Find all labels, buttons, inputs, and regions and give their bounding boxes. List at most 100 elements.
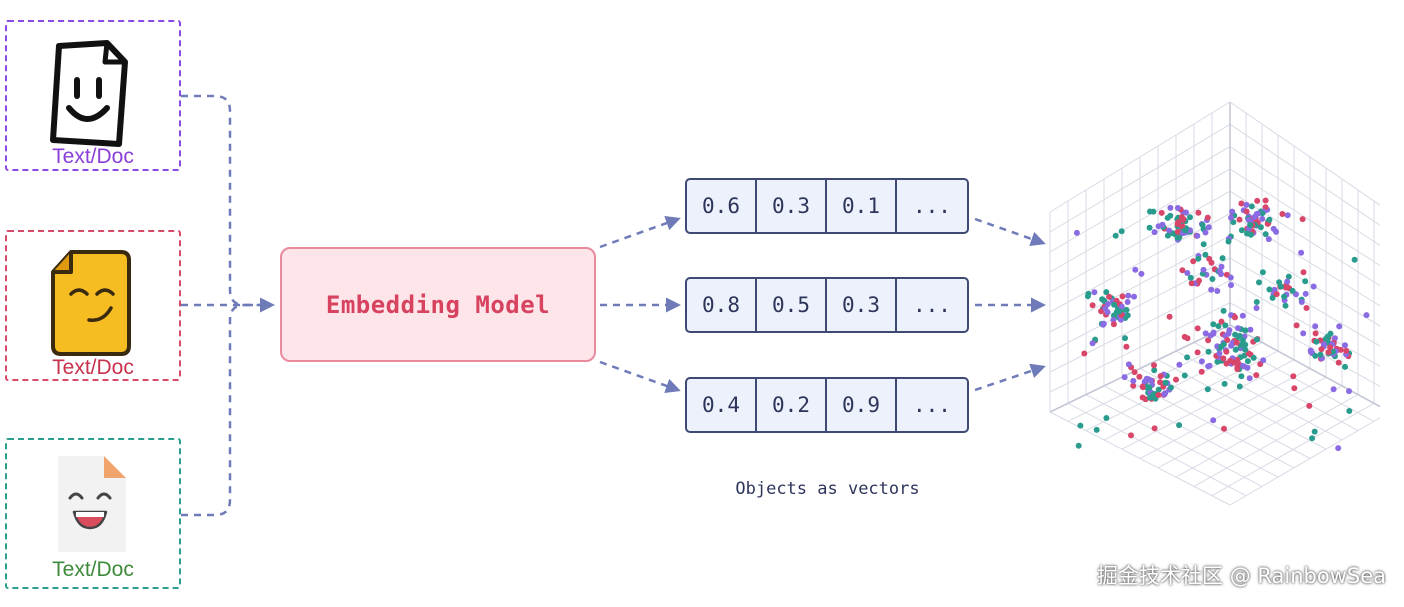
vector-point: [1210, 321, 1217, 328]
vector-point: [1182, 227, 1189, 234]
vector-point: [1173, 376, 1179, 383]
vector-row-1: 0.6 0.3 0.1 ...: [685, 178, 969, 234]
vector-point: [1155, 386, 1162, 393]
grid-line: [1229, 417, 1380, 506]
arrow-model-to-vector-3: [599, 360, 681, 394]
vector-point: [1155, 223, 1162, 230]
vector-point: [1300, 330, 1307, 337]
vector-point: [1229, 208, 1236, 215]
vector-point: [1335, 359, 1342, 366]
vector-cell: 0.3: [757, 180, 827, 232]
vector-point: [1151, 425, 1158, 432]
vector-point: [1122, 335, 1128, 342]
smiley-document-icon: [50, 40, 128, 147]
vector-point: [1125, 292, 1132, 299]
vector-point: [1174, 234, 1181, 241]
grid-line: [1229, 257, 1380, 347]
vector-point: [1198, 368, 1205, 375]
vector-cell: 0.1: [827, 180, 897, 232]
vector-point: [1317, 351, 1324, 358]
input-box-3: Text/Doc: [5, 438, 181, 589]
vector-point: [1164, 232, 1171, 239]
vector-point: [1202, 251, 1209, 258]
vector-point: [1089, 340, 1096, 347]
vector-point: [1239, 337, 1246, 344]
vector-point: [1183, 209, 1189, 216]
vector-point: [1262, 231, 1269, 238]
vector-point: [1157, 373, 1164, 380]
vector-point: [1253, 305, 1260, 311]
grid-line: [1175, 385, 1343, 478]
vector-point: [1233, 339, 1240, 346]
vector-points: [1073, 197, 1370, 452]
vector-point: [1324, 336, 1331, 343]
vector-point: [1196, 277, 1202, 284]
vector-point: [1256, 279, 1262, 286]
vector-point: [1221, 380, 1228, 387]
vector-point: [1318, 346, 1325, 353]
vector-point: [1151, 362, 1157, 369]
vector-point: [1204, 386, 1211, 393]
vector-point: [1236, 383, 1243, 390]
vector-point: [1243, 208, 1250, 215]
vector-point: [1147, 394, 1154, 401]
vector-point: [1298, 249, 1305, 256]
vector-point: [1073, 229, 1080, 236]
vector-point: [1269, 294, 1276, 301]
vector-point: [1232, 331, 1239, 338]
vector-point: [1164, 214, 1171, 221]
arrow-model-to-vector-1: [599, 215, 681, 249]
vector-point: [1075, 442, 1082, 449]
vector-point: [1277, 283, 1284, 290]
vector-point: [1239, 312, 1246, 319]
vector-point: [1098, 308, 1105, 315]
vector-point: [1093, 426, 1100, 433]
grid-line: [1229, 235, 1380, 327]
vector-point: [1238, 373, 1245, 380]
vector-point: [1174, 205, 1181, 211]
vector-point: [1273, 291, 1280, 298]
vector-cell: ...: [913, 194, 951, 218]
vector-point: [1250, 354, 1257, 361]
vector-point: [1118, 228, 1125, 235]
grid-line: [1229, 213, 1380, 307]
vector-point: [1303, 305, 1310, 311]
vector-point: [1188, 280, 1195, 287]
vector-point: [1205, 337, 1212, 344]
vector-point: [1265, 236, 1272, 243]
vector-point: [1248, 203, 1255, 210]
vector-point: [1238, 227, 1245, 234]
vector-cell: 0.8: [687, 279, 757, 331]
laughing-document-icon: [58, 456, 126, 552]
vector-point: [1103, 289, 1110, 296]
vector-point: [1187, 214, 1193, 221]
vector-point: [1224, 337, 1231, 343]
vector-point: [1131, 293, 1137, 300]
vector-point: [1247, 222, 1254, 228]
vector-point: [1282, 284, 1289, 291]
vector-point: [1081, 350, 1088, 357]
vector-point: [1198, 358, 1205, 365]
vector-point: [1307, 347, 1314, 354]
vector-point: [1112, 232, 1119, 239]
vector-point: [1131, 369, 1138, 376]
vector-point: [1285, 273, 1292, 280]
embedding-model-box: Embedding Model: [280, 247, 596, 362]
vector-point: [1242, 341, 1249, 348]
vector-point: [1259, 210, 1266, 217]
grid-line: [1229, 279, 1380, 367]
vector-point: [1337, 346, 1344, 353]
vector-point: [1106, 293, 1113, 300]
vector-point: [1342, 363, 1348, 370]
vector-point: [1335, 445, 1342, 452]
connector-input-1: [181, 94, 275, 313]
vector-point: [1336, 323, 1343, 330]
input-box-2: Text/Doc: [5, 230, 181, 381]
vector-point: [1253, 299, 1260, 305]
vector-point: [1346, 388, 1352, 395]
vector-point: [1111, 301, 1118, 308]
watermark: 掘金技术社区 @ RainbowSea: [1097, 564, 1386, 588]
vector-point: [1180, 216, 1187, 223]
vector-point: [1110, 321, 1117, 328]
vector-point: [1320, 341, 1327, 348]
